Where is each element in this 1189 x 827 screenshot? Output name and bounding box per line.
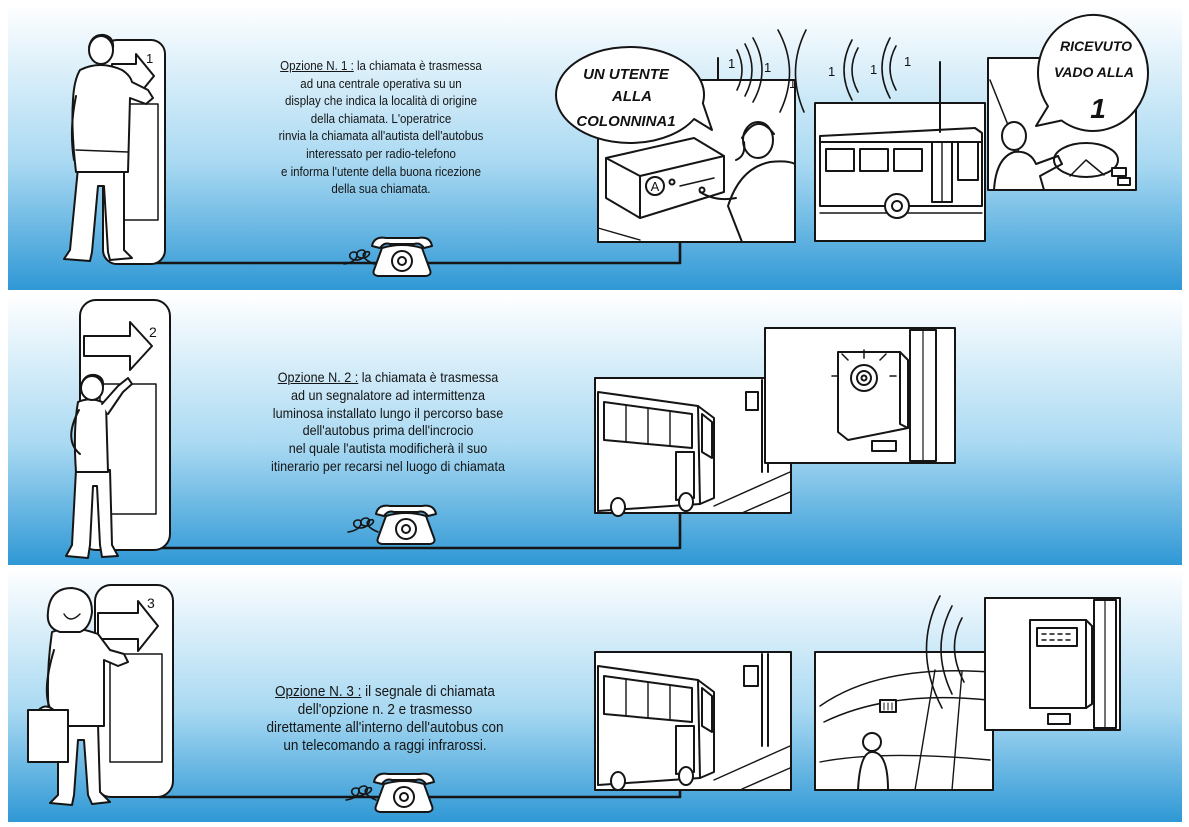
call-column-3: 3	[95, 585, 173, 797]
caption-line: itinerario per recarsi nel luogo di chia…	[226, 458, 550, 476]
bus-frame-2	[595, 378, 791, 516]
signal-frame	[765, 328, 955, 463]
caption-line: rinvia la chiamata all'autista dell'auto…	[228, 127, 534, 145]
wave-label: 1	[828, 64, 835, 79]
caption-line: interessato per radio-telefono	[228, 145, 534, 163]
caption-line: nel quale l'autista modificherà il suo	[226, 440, 550, 458]
column-number-3: 3	[147, 595, 155, 611]
call-signal-box	[744, 666, 758, 686]
wave-label: 1	[789, 76, 796, 91]
option-1-description: Opzione N. 1 : la chiamata è trasmessa a…	[228, 57, 534, 198]
caption-text: la chiamata è trasmessa	[357, 58, 482, 73]
flashing-light-icon	[838, 352, 908, 440]
bubble-line: ALLA	[611, 88, 652, 105]
bus-frame-1	[815, 103, 985, 241]
column-number-2: 2	[149, 324, 157, 340]
bubble-line: 1	[1090, 93, 1106, 124]
caption-line: dell'opzione n. 2 e trasmesso	[223, 701, 547, 719]
caption-line: della sua chiamata.	[228, 180, 534, 198]
bus-interior-frame	[815, 652, 993, 790]
bubble-line: RICEVUTO	[1060, 38, 1132, 54]
caption-line: della chiamata. L'operatrice	[228, 110, 534, 128]
option-2-description: Opzione N. 2 : la chiamata è trasmessa a…	[226, 369, 550, 476]
caption-line: display che indica la località di origin…	[228, 92, 534, 110]
bubble-line: VADO ALLA	[1054, 64, 1134, 80]
option-3-description: Opzione N. 3 : il segnale di chiamata de…	[223, 683, 547, 755]
rotary-telephone-icon	[346, 774, 434, 812]
caption-line: dell'autobus prima dell'incrocio	[226, 422, 550, 440]
wave-label: 1	[728, 56, 735, 71]
caption-line: Opzione N. 3 : il segnale di chiamata	[223, 683, 547, 701]
caption-line: Opzione N. 1 : la chiamata è trasmessa	[228, 57, 534, 75]
console-label: A	[651, 179, 660, 194]
caption-line: un telecomando a raggi infrarossi.	[223, 737, 547, 755]
bus-frame-3	[595, 652, 791, 790]
bubble-line: UN UTENTE	[583, 66, 670, 83]
caption-line: ad una centrale operativa su un	[228, 75, 534, 93]
wave-label: 1	[904, 54, 911, 69]
wave-label: 1	[764, 60, 771, 75]
caption-line: e informa l'utente della buona ricezione	[228, 163, 534, 181]
caption-line: luminosa installato lungo il percorso ba…	[226, 405, 550, 423]
caption-line: Opzione N. 2 : la chiamata è trasmessa	[226, 369, 550, 387]
option-heading: Opzione N. 2 :	[278, 369, 359, 385]
caption-line: direttamente all'interno dell'autobus co…	[223, 719, 547, 737]
driver-speech-bubble: RICEVUTO VADO ALLA 1	[1036, 15, 1148, 131]
caption-line: ad un segnalatore ad intermittenza	[226, 387, 550, 405]
rotary-telephone-icon	[348, 506, 436, 544]
option-heading: Opzione N. 1 :	[280, 58, 354, 73]
caption-text: la chiamata è trasmessa	[362, 369, 499, 385]
option-heading: Opzione N. 3 :	[275, 683, 361, 700]
infrared-device-frame	[985, 598, 1120, 730]
wave-label: 1	[870, 62, 877, 77]
rotary-telephone-icon	[344, 238, 432, 276]
caption-text: il segnale di chiamata	[365, 683, 495, 700]
column-number-1: 1	[146, 51, 153, 66]
call-signal-box	[746, 392, 758, 410]
bubble-line: COLONNINA1	[576, 113, 675, 130]
